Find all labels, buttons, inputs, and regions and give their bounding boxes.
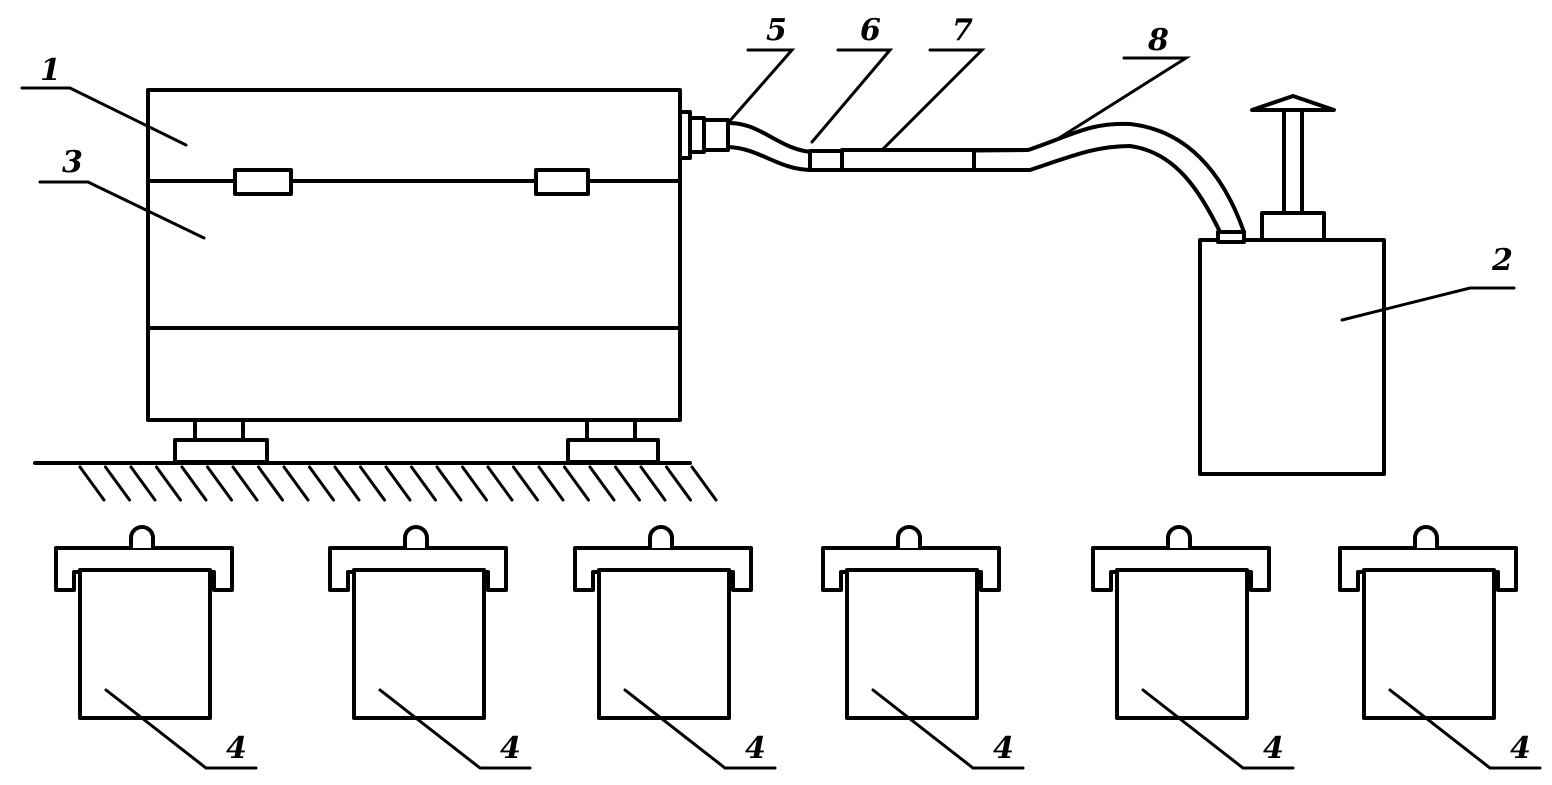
hatch-stroke [155,465,182,502]
mold-knob [129,525,155,548]
mold-5: 4 [1091,525,1295,770]
hatch-stroke [129,465,157,502]
foot-left-base [173,438,269,464]
clamp-right [534,168,590,196]
foot-right-stem [585,418,637,442]
clamp-left [233,168,293,196]
molds: 4 4 4 4 4 4 [54,525,1542,770]
pump-handle [1250,94,1336,112]
hatch-stroke [78,465,106,502]
mold-knob [403,525,429,548]
hatch-stroke [206,465,233,502]
pipe-section-7 [840,148,976,172]
hatch-stroke [665,465,692,502]
mold-4: 4 [821,525,1025,770]
hose-assembly [726,120,1246,238]
hatch-stroke [231,465,259,502]
mold-body [352,568,486,720]
hatch-stroke [435,465,463,502]
mold-body [78,568,212,720]
leader-5 [726,48,796,125]
hatch-stroke [588,465,616,502]
leader-8 [1054,56,1192,142]
mold-body [1362,568,1496,720]
leader-3 [38,180,206,240]
hatch-stroke [512,465,539,502]
label-4: 4 [1510,731,1531,766]
main-machine [146,88,730,422]
label-8: 8 [1147,23,1169,58]
hose-nozzle [1216,230,1246,244]
hose-lower-edge [726,144,1224,238]
hatch-stroke [410,465,437,502]
label-2: 2 [1491,243,1513,278]
hatch-stroke [639,465,667,502]
mold-1: 4 [54,525,258,770]
foot-left-stem [193,418,245,442]
label-4: 4 [1263,731,1284,766]
hatch-stroke [563,465,590,502]
leader-6 [810,48,894,144]
leader-1 [20,86,188,147]
machine-feet [173,418,660,464]
mold-body [845,568,979,720]
hatch-stroke [104,465,131,502]
label-5: 5 [766,13,787,48]
hatch-stroke [282,465,310,502]
mold-knob [648,525,674,548]
leader-4 [623,688,777,770]
hose-upper-edge [726,120,1246,234]
leader-4 [1388,688,1542,770]
leader-4 [871,688,1025,770]
mold-body [597,568,731,720]
hatch-stroke [257,465,284,502]
ground-hatching [78,465,718,502]
label-4: 4 [745,731,766,766]
mold-3: 4 [573,525,777,770]
mold-knob [1166,525,1192,548]
pump-cap [1260,211,1326,242]
ground [33,461,718,502]
mold-2: 4 [328,525,532,770]
hatch-stroke [614,465,641,502]
hatch-stroke [537,465,565,502]
hatch-stroke [384,465,412,502]
mold-knob [896,525,922,548]
leader-lines [20,48,1516,322]
connector-plug [688,116,706,154]
label-4: 4 [993,731,1014,766]
leader-4 [1141,688,1295,770]
leader-7 [880,48,986,152]
label-1: 1 [40,53,61,88]
mold-body [1115,568,1249,720]
label-4: 4 [500,731,521,766]
label-4: 4 [226,731,247,766]
leader-2 [1340,286,1516,322]
hatch-stroke [308,465,335,502]
coupling-6 [808,149,846,172]
label-3: 3 [62,145,83,180]
pump-body [1198,238,1386,476]
pump-unit [1198,94,1386,476]
leader-4 [378,688,532,770]
label-7: 7 [952,13,973,48]
hatch-stroke [180,465,208,502]
foot-right-base [566,438,660,464]
mold-knob [1413,525,1439,548]
label-6: 6 [860,13,881,48]
fitting-5 [702,118,730,152]
mold-6: 4 [1338,525,1542,770]
hatch-stroke [461,465,488,502]
machine-body [146,88,682,422]
hatch-stroke [333,465,361,502]
labels: 1 3 5 6 7 8 2 [40,13,1513,278]
hatch-stroke [359,465,386,502]
hatch-stroke [690,465,718,502]
pump-rod [1282,106,1304,215]
hatch-stroke [486,465,514,502]
leader-4 [104,688,258,770]
